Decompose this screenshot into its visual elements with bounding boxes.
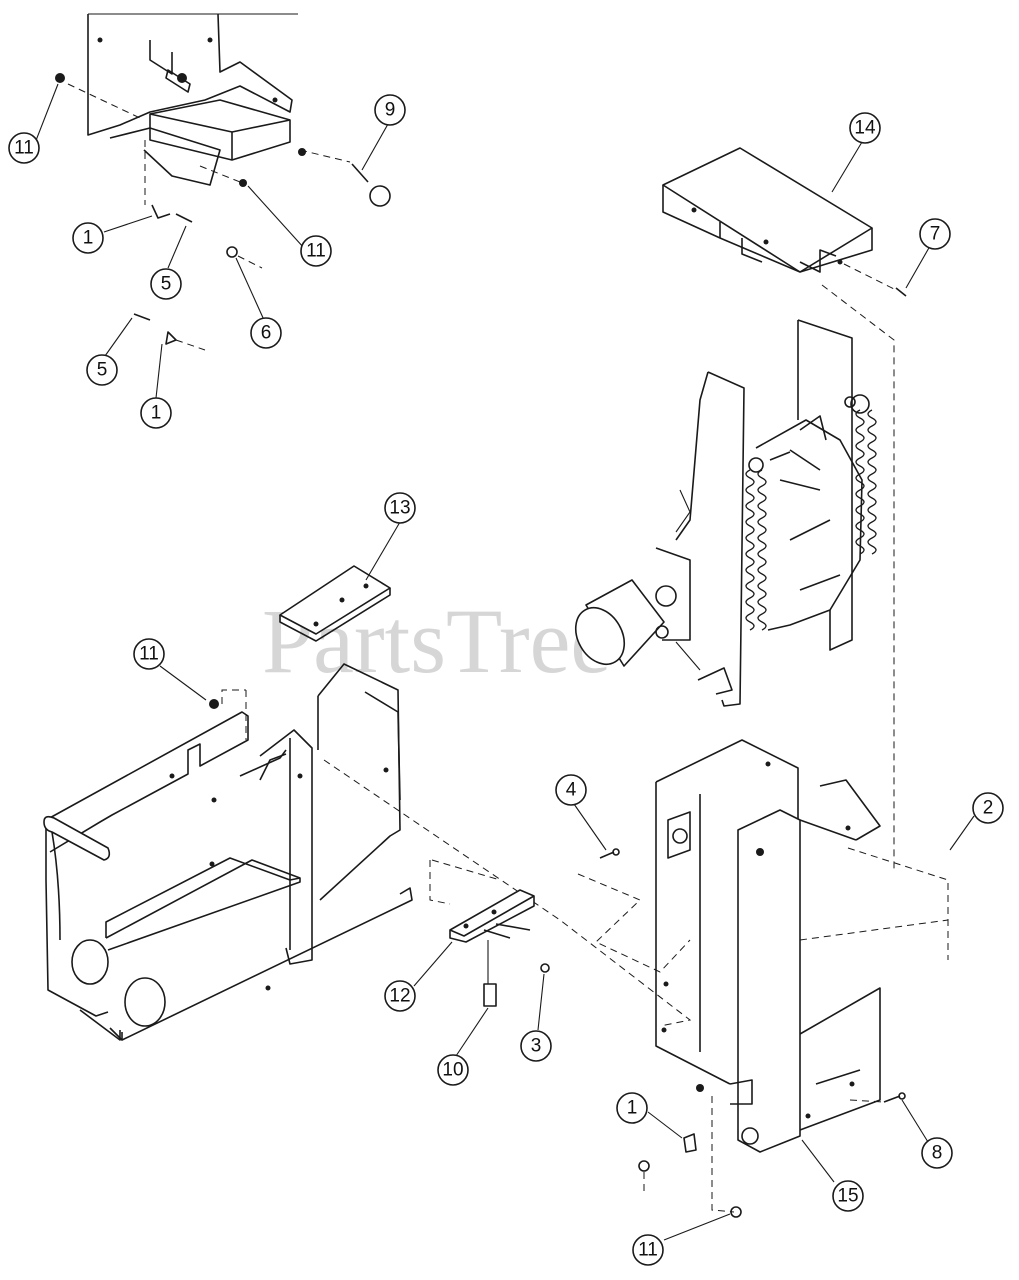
- callout-8: 8: [921, 1137, 953, 1169]
- svg-text:14: 14: [854, 118, 876, 139]
- callout-12: 12: [384, 980, 416, 1012]
- left-frame-assembly: [43, 663, 692, 1041]
- svg-text:9: 9: [385, 100, 396, 121]
- callout-15: 15: [832, 1180, 864, 1212]
- callout-7: 7: [919, 218, 951, 250]
- svg-text:1: 1: [83, 228, 94, 249]
- callout-2: 2: [972, 792, 1004, 824]
- svg-text:8: 8: [932, 1143, 943, 1164]
- callout-5-a: 5: [150, 268, 182, 300]
- svg-text:5: 5: [97, 360, 108, 381]
- callout-11-c: 11: [133, 638, 165, 670]
- callout-3: 3: [520, 1030, 552, 1062]
- callout-5-b: 5: [86, 354, 118, 386]
- part-4-screw: [577, 848, 691, 973]
- callout-14: 14: [849, 112, 881, 144]
- motor-winch-assembly: [574, 319, 877, 707]
- callout-1-a: 1: [72, 222, 104, 254]
- svg-text:13: 13: [389, 498, 410, 519]
- callout-1-c: 1: [616, 1092, 648, 1124]
- callout-13: 13: [384, 492, 416, 524]
- part-12-bracket: [429, 859, 550, 1007]
- svg-text:11: 11: [306, 241, 326, 262]
- svg-text:10: 10: [442, 1060, 463, 1081]
- callout-10: 10: [437, 1054, 469, 1086]
- svg-text:11: 11: [638, 1240, 658, 1261]
- svg-text:1: 1: [151, 403, 162, 424]
- svg-text:3: 3: [531, 1036, 542, 1057]
- callout-9: 9: [374, 94, 406, 126]
- top-left-bracket-assembly: [55, 13, 391, 351]
- svg-text:11: 11: [139, 644, 159, 665]
- svg-text:11: 11: [14, 138, 34, 159]
- callout-1-b: 1: [140, 397, 172, 429]
- svg-text:7: 7: [930, 224, 941, 245]
- svg-text:15: 15: [837, 1186, 858, 1207]
- callout-6: 6: [250, 317, 282, 349]
- part-14-motor-cover: [662, 147, 907, 870]
- callout-11-a: 11: [8, 132, 40, 164]
- part-13-plate: [279, 565, 391, 642]
- callout-4: 4: [555, 774, 587, 806]
- svg-text:6: 6: [261, 323, 272, 344]
- svg-text:2: 2: [983, 798, 994, 819]
- svg-text:5: 5: [161, 274, 172, 295]
- svg-text:1: 1: [627, 1098, 638, 1119]
- svg-text:12: 12: [389, 986, 410, 1007]
- part-15-housing: [638, 739, 949, 1218]
- callouts: 11 9 1 5 11 6 5 1 14 7 13 11 4 2 12 3 10…: [8, 83, 1004, 1266]
- svg-text:4: 4: [566, 780, 577, 801]
- callout-11-d: 11: [632, 1234, 664, 1266]
- callout-11-b: 11: [300, 235, 332, 267]
